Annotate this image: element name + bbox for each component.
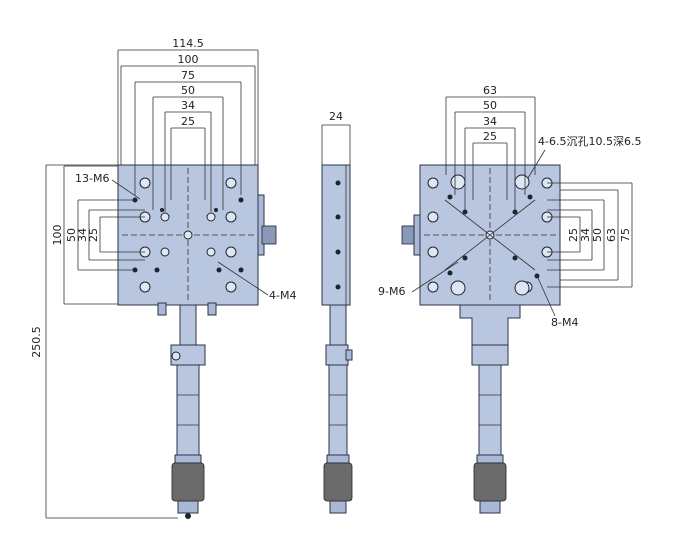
front-dim-75: 75 [181,69,195,82]
side-barrel [328,364,348,456]
front-side-rail [257,194,265,256]
back-dim-h-75: 75 [619,228,632,242]
front-dim-total-height: 250.5 [30,326,43,358]
back-dim-50: 50 [483,99,497,112]
back-height-dims: 25 34 50 63 75 [547,182,633,288]
front-callout-m4: 4-M4 [269,289,296,302]
back-dim-25: 25 [483,130,497,143]
front-dim-34: 34 [181,99,195,112]
front-thimble [171,462,205,502]
back-view: 63 50 34 25 25 34 50 63 [378,84,641,514]
front-clamp-left [157,302,167,316]
front-sleeve [174,454,202,464]
front-dim-25: 25 [181,115,195,128]
back-collar [471,344,509,366]
front-side-knob [261,225,277,245]
front-dim-h-50: 50 [65,228,78,242]
back-callout-m4: 8-M4 [551,316,578,329]
front-dim-h-25: 25 [87,228,100,242]
back-thimble [473,462,507,502]
side-thimble [323,462,353,502]
side-view: 24 [321,110,353,514]
back-width-dims: 63 50 34 25 [445,84,536,210]
back-dim-34: 34 [483,115,497,128]
back-callout-m6: 9-M6 [378,285,405,298]
back-mount [459,304,521,346]
front-neck [179,304,197,346]
back-barrel [478,364,502,456]
front-height-dims: 100 50 34 25 250.5 [30,164,178,519]
front-dim-h-100: 100 [51,225,64,246]
back-dim-h-50: 50 [591,228,604,242]
front-callout-m6: 13-M6 [75,172,109,185]
front-end-cap [177,500,199,514]
side-neck [329,304,347,346]
side-dim-thickness: 24 [329,110,343,123]
front-dim-100: 100 [178,53,199,66]
side-collar [325,344,349,366]
back-dim-63: 63 [483,84,497,97]
back-dim-h-63: 63 [605,228,618,242]
front-barrel [176,364,200,456]
front-clamp-right [207,302,217,316]
front-view: 114.5 100 75 50 34 25 100 50 [30,37,296,519]
front-dim-114-5: 114.5 [172,37,204,50]
front-dim-h-34: 34 [76,228,89,242]
back-dim-h-34: 34 [579,228,592,242]
back-dim-h-25: 25 [567,228,580,242]
front-width-dims: 114.5 100 75 50 34 25 [117,37,259,212]
back-callout-counterbore: 4-6.5沉孔10.5深6.5 [538,135,641,148]
front-dim-50: 50 [181,84,195,97]
side-plate [321,164,351,306]
